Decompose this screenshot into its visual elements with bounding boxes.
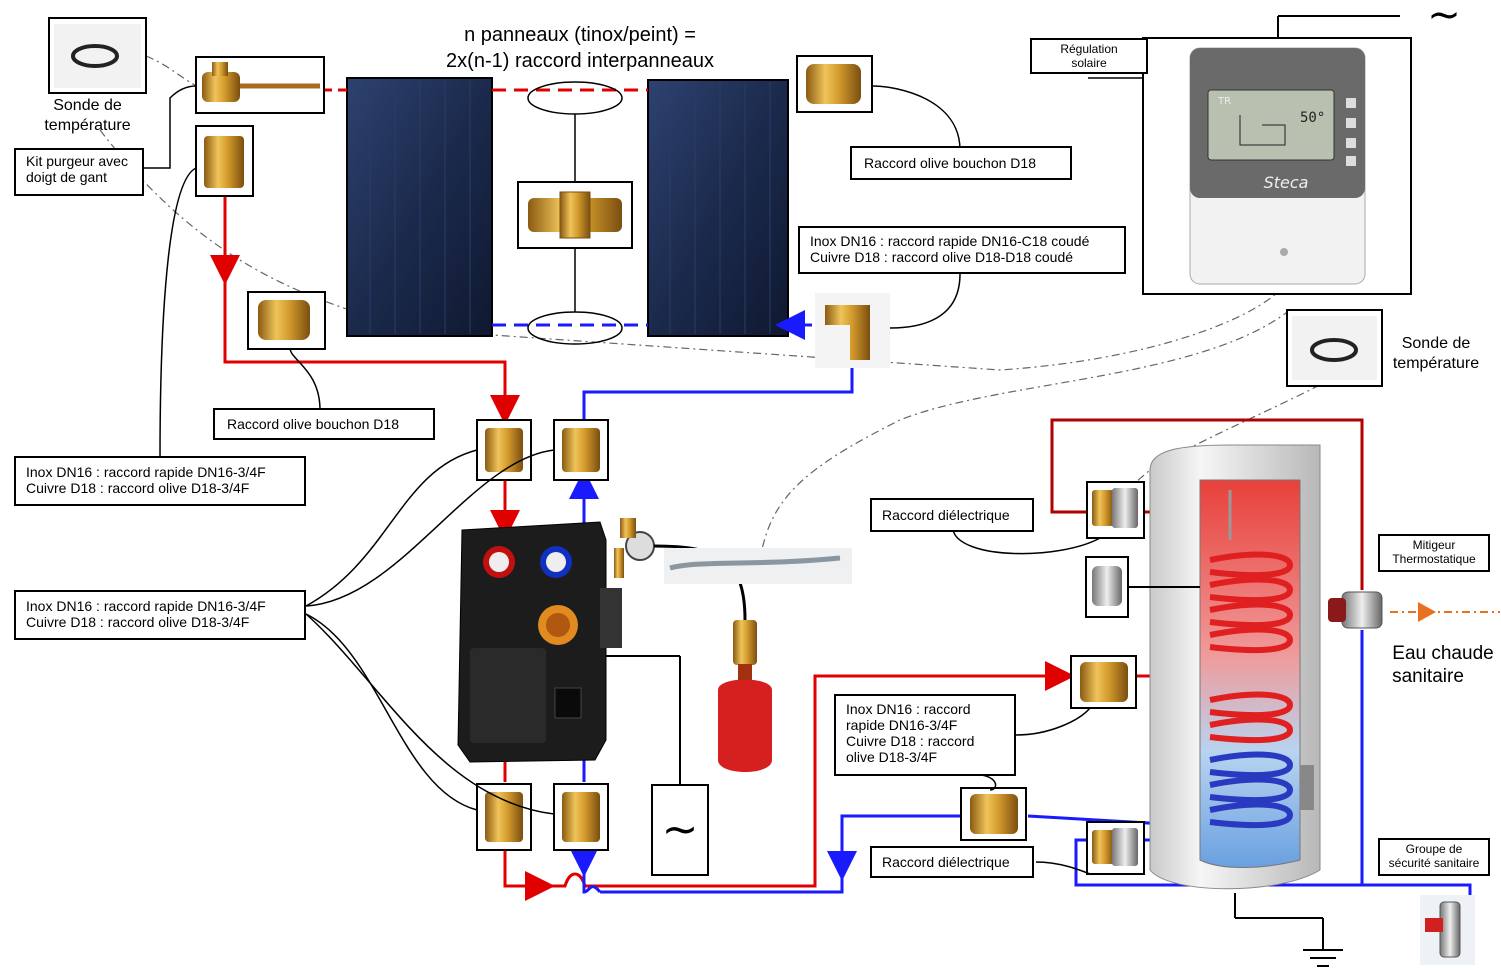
diagram-title-line2: 2x(n-1) raccord interpanneaux — [410, 48, 750, 74]
controller-model: TR — [1217, 96, 1231, 107]
label-raccord-ballon-l1: Inox DN16 : raccord — [846, 701, 1004, 717]
label-eau-chaude: Eau chaude sanitaire — [1384, 642, 1501, 688]
label-coude: Inox DN16 : raccord rapide DN16-C18 coud… — [798, 226, 1126, 274]
solar-panel-right — [648, 80, 788, 336]
label-sonde-right-l2: température — [1384, 354, 1488, 374]
label-groupe-securite-l2: sécurité sanitaire — [1384, 856, 1484, 870]
label-dielectrique-bottom: Raccord diélectrique — [870, 846, 1034, 878]
label-bouchon-top: Raccord olive bouchon D18 — [850, 146, 1072, 180]
solar-controller: TR 50° Steca — [1143, 38, 1411, 294]
label-raccord-left1: Inox DN16 : raccord rapide DN16-3/4F Cui… — [14, 456, 306, 506]
label-raccord-left2-l1: Inox DN16 : raccord rapide DN16-3/4F — [26, 598, 294, 614]
label-mitigeur-l1: Mitigeur — [1384, 538, 1484, 552]
hot-water-output — [1390, 602, 1500, 622]
label-eau-chaude-l1: Eau chaude — [1384, 642, 1501, 665]
label-dielectrique-top: Raccord diélectrique — [870, 498, 1034, 532]
label-raccord-left2: Inox DN16 : raccord rapide DN16-3/4F Cui… — [14, 590, 306, 640]
water-tank — [1150, 445, 1343, 966]
label-sonde-right-l1: Sonde de — [1384, 334, 1488, 354]
label-groupe-securite-l1: Groupe de — [1384, 842, 1484, 856]
fitting-pump-bottom-red — [477, 784, 531, 850]
label-regulation-l1: Régulation — [1036, 42, 1142, 56]
controller-brand: Steca — [1264, 173, 1309, 192]
label-coude-l2: Cuivre D18 : raccord olive D18-D18 coudé — [810, 249, 1114, 265]
label-mitigeur-l2: Thermostatique — [1384, 552, 1484, 566]
controller-power-line: ~ — [1278, 0, 1461, 38]
fitting-top-left — [196, 126, 253, 196]
label-raccord-ballon-l2: rapide DN16-3/4F — [846, 717, 1004, 733]
diagram-title-line1: n panneaux (tinox/peint) = — [420, 22, 740, 48]
fitting-bouchon-top — [797, 56, 872, 112]
fitting-dielectric-top — [1087, 482, 1144, 538]
ac-symbol-top: ~ — [1427, 0, 1461, 38]
label-raccord-left1-l1: Inox DN16 : raccord rapide DN16-3/4F — [26, 464, 294, 480]
label-bouchon-left: Raccord olive bouchon D18 — [213, 408, 435, 440]
label-groupe-securite: Groupe de sécurité sanitaire — [1378, 838, 1490, 876]
label-kit-purgeur-l1: Kit purgeur avec — [26, 153, 132, 169]
label-raccord-left1-l2: Cuivre D18 : raccord olive D18-3/4F — [26, 480, 294, 496]
label-raccord-ballon-l3: Cuivre D18 : raccord — [846, 733, 1004, 749]
label-coude-l1: Inox DN16 : raccord rapide DN16-C18 coud… — [810, 233, 1114, 249]
label-sonde-right: Sonde de température — [1384, 334, 1488, 374]
label-mitigeur: Mitigeur Thermostatique — [1378, 534, 1490, 572]
label-eau-chaude-l2: sanitaire — [1354, 665, 1501, 688]
fitting-dielectric-bottom — [1087, 822, 1144, 874]
fitting-tank-hot-in — [1071, 656, 1136, 708]
label-raccord-left2-l2: Cuivre D18 : raccord olive D18-3/4F — [26, 614, 294, 630]
label-sonde-top: Sonde de température — [20, 96, 155, 136]
label-regulation-l2: solaire — [1036, 56, 1142, 70]
solar-panel-left — [347, 78, 492, 336]
sensor-right — [1287, 310, 1382, 386]
fitting-tank-cold-out — [961, 788, 1026, 840]
label-sonde-top-l1: Sonde de — [20, 96, 155, 116]
label-raccord-ballon-l4: olive D18-3/4F — [846, 749, 1004, 765]
fitting-pump-bottom-blue — [554, 784, 608, 850]
mitigeur-valve — [1328, 592, 1382, 628]
sensor-top — [49, 18, 146, 93]
fitting-bouchon-left — [248, 292, 325, 349]
fitting-pump-top-blue — [554, 420, 608, 480]
pump-station — [458, 522, 680, 785]
controller-display: 50° — [1300, 110, 1325, 126]
fitting-purgeur — [196, 57, 324, 113]
fitting-coude — [815, 293, 890, 368]
label-raccord-ballon: Inox DN16 : raccord rapide DN16-3/4F Cui… — [834, 694, 1016, 776]
label-kit-purgeur-l2: doigt de gant — [26, 169, 132, 185]
label-kit-purgeur: Kit purgeur avec doigt de gant — [14, 148, 144, 196]
label-sonde-top-l2: température — [20, 116, 155, 136]
safety-group — [1420, 895, 1475, 965]
pump-power-symbol: ~ — [652, 785, 708, 875]
ac-symbol-pump: ~ — [662, 804, 699, 855]
label-regulation: Régulation solaire — [1030, 38, 1148, 74]
